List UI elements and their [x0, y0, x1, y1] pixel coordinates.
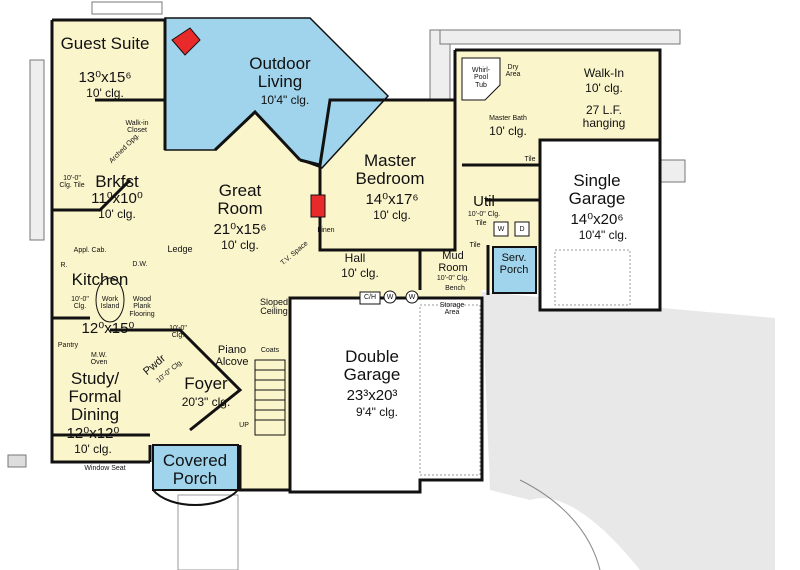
- master-bedroom-label: Master Bedroom: [355, 151, 425, 188]
- pantry-label: Pantry: [57, 342, 79, 349]
- ch-label: C/H: [363, 294, 377, 301]
- util-label: Util: [473, 193, 495, 210]
- serv-porch-label: Serv. Porch: [499, 252, 529, 276]
- coats-label: Coats: [260, 347, 280, 354]
- washer-icon: [493, 221, 509, 237]
- covered-porch-floor: [152, 444, 239, 491]
- single-garage-label: Single Garage: [568, 171, 626, 208]
- garage-door-outline: [554, 249, 631, 306]
- mud-room-clg: 10'-0" Clg.: [436, 275, 470, 282]
- sloped-ceiling-label: Sloped Ceiling: [259, 297, 289, 317]
- water-heater-label-1: W: [386, 294, 394, 301]
- ledge-label: Ledge: [167, 244, 193, 254]
- foyer-label: Foyer: [184, 374, 228, 393]
- master-bedroom-clg: 10' clg.: [373, 208, 411, 222]
- walls: [50, 18, 662, 492]
- outdoor-living-clg: 10'4" clg.: [260, 93, 310, 107]
- appl-cab-label: Appl. Cab.: [73, 247, 107, 254]
- chimney-pad: [659, 159, 686, 183]
- foyer-clg: 20'3" clg.: [181, 395, 231, 409]
- master-bath-clg: 10' clg.: [489, 124, 527, 138]
- walk-in-label: Walk-In: [583, 66, 625, 80]
- bench-label: Bench: [445, 285, 465, 292]
- water-heater-label-2: W: [408, 294, 416, 301]
- work-island: [95, 277, 125, 323]
- brkfst-dims: 11⁰x10⁰: [91, 190, 143, 207]
- guest-suite-dims: 13⁰x15⁶: [78, 69, 132, 86]
- garage-door-outline: [419, 304, 481, 476]
- single-garage-dims: 14⁰x20⁶: [570, 211, 624, 228]
- brkfst-clg: 10' clg.: [98, 207, 136, 221]
- brkfst-label: Brkfst: [95, 172, 139, 191]
- double-garage-floor: [288, 296, 484, 494]
- dry-area-label: Dry Area: [505, 64, 521, 79]
- wood-flooring-label: Wood Plank Flooring: [129, 296, 155, 318]
- linen-label: Linen: [317, 227, 335, 234]
- whirlpool-tub-icon: [461, 57, 501, 101]
- planter: [29, 59, 45, 241]
- guest-suite-clg: 10' clg.: [86, 86, 124, 100]
- whirlpool-tub-label: Whirl-Pool Tub: [471, 67, 491, 89]
- foyer-clg-note: 10'-0" Clg.: [169, 325, 187, 340]
- mw-oven-label: M.W. Oven: [90, 352, 108, 367]
- guest-bath-clg: 10'-0" Clg. Tile: [59, 175, 85, 190]
- double-garage-label: Double Garage: [343, 347, 401, 384]
- stairs-up-label: UP: [239, 422, 249, 429]
- guest-suite-label: Guest Suite: [60, 34, 150, 53]
- front-walk: [177, 494, 239, 570]
- ch-unit: [359, 291, 381, 305]
- util-tile: Tile: [475, 220, 487, 227]
- mud-room-label: Mud Room: [438, 250, 468, 274]
- walk-in-closet-label: Walk-in Closet: [125, 120, 149, 135]
- driveway-curb: [519, 479, 601, 570]
- serv-porch-floor: [492, 246, 537, 294]
- dw-label: D.W.: [132, 261, 148, 268]
- kitchen-dims: 12⁰x15⁰: [81, 320, 135, 337]
- dryer-icon: [514, 221, 530, 237]
- storage-area-label: Storage Area: [439, 302, 465, 317]
- bath-tile-label: Tile: [524, 156, 536, 163]
- covered-porch-label: Covered Porch: [162, 451, 228, 488]
- driveway: [482, 292, 775, 570]
- planter: [439, 29, 681, 45]
- porch-arc: [152, 489, 239, 506]
- window-seat-label: Window Seat: [84, 465, 126, 472]
- corner-post: [7, 454, 27, 468]
- master-bedroom-dims: 14⁰x17⁶: [365, 191, 419, 208]
- washer-label: W: [497, 226, 505, 233]
- double-garage-dims: 23³x20³: [346, 387, 398, 404]
- stairs: [254, 359, 286, 436]
- fireplace-icon: [171, 27, 201, 56]
- fridge-label: R.: [60, 262, 68, 269]
- house-interior: [52, 20, 660, 490]
- water-heater-icon: [405, 290, 419, 304]
- hall-label: Hall: [344, 251, 366, 265]
- util-clg: 10'-0" Clg.: [467, 211, 501, 218]
- great-room-label: Great Room: [217, 181, 263, 218]
- study-dims: 12⁰x12⁰: [66, 425, 120, 442]
- mud-tile-label: Tile: [469, 242, 481, 249]
- study-label: Study/ Formal Dining: [68, 369, 122, 424]
- great-room-dims: 21⁰x15⁶: [213, 221, 267, 238]
- water-heater-icon: [383, 290, 397, 304]
- single-garage-clg: 10'4" clg.: [578, 228, 628, 242]
- walk-in-clg: 10' clg.: [585, 81, 623, 95]
- study-clg: 10' clg.: [74, 442, 112, 456]
- hall-clg: 10' clg.: [341, 266, 379, 280]
- kitchen-label: Kitchen: [71, 270, 129, 289]
- work-island-label: Work Island: [100, 296, 120, 311]
- dryer-label: D: [519, 226, 525, 233]
- single-garage-floor: [538, 138, 662, 312]
- piano-alcove-label: Piano Alcove: [215, 344, 249, 368]
- outdoor-living-label: Outdoor Living: [249, 54, 311, 91]
- fireplace-icon: [310, 194, 326, 218]
- planter: [91, 1, 163, 15]
- great-room-clg: 10' clg.: [221, 238, 259, 252]
- walk-in-note: 27 L.F. hanging: [582, 103, 626, 130]
- kitchen-clg: 10'-0" Clg.: [71, 296, 89, 311]
- master-bath-label: Master Bath: [489, 115, 527, 122]
- double-garage-clg: 9'4" clg.: [356, 405, 398, 419]
